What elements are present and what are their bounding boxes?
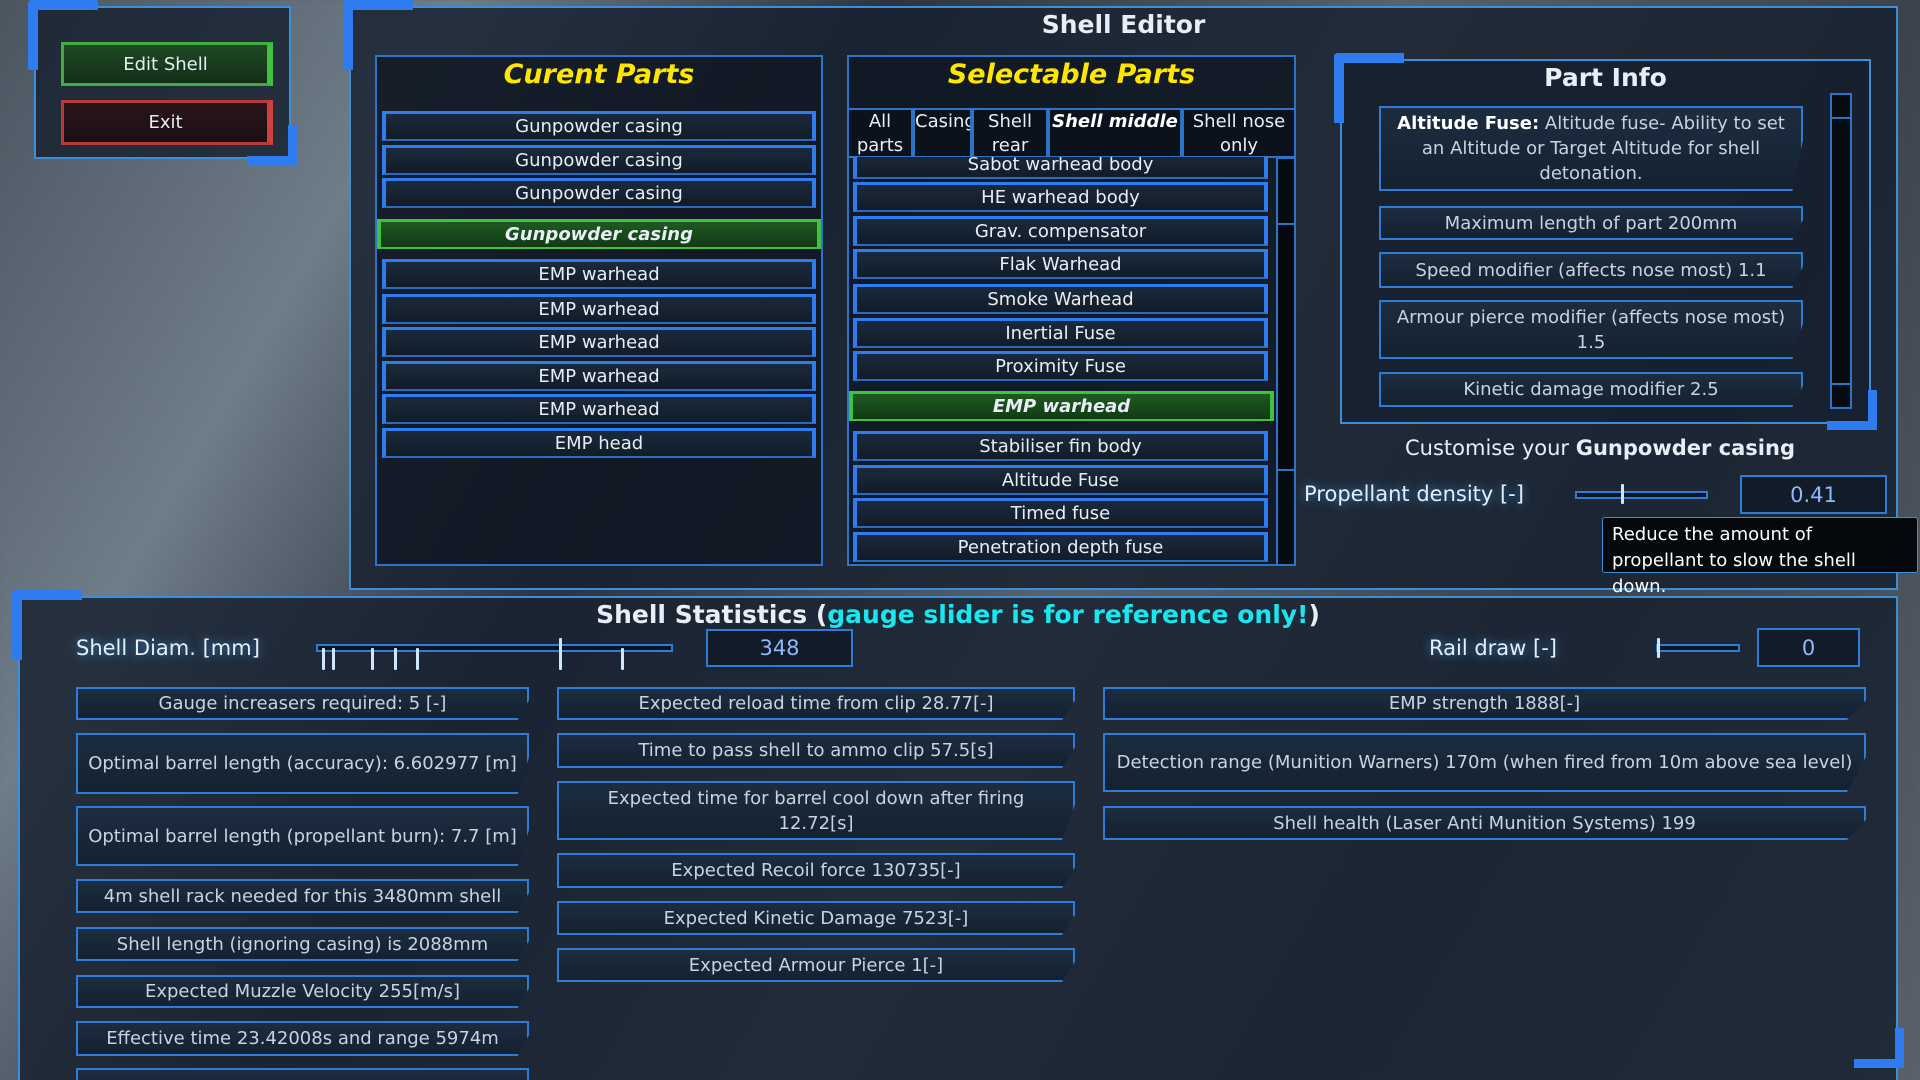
propellant-density-input[interactable]: 0.41: [1740, 475, 1887, 514]
gauge-tick-mark: [621, 648, 624, 670]
selectable-part-item[interactable]: Grav. compensator: [853, 216, 1268, 246]
part-info-scrollbar[interactable]: [1830, 93, 1852, 409]
part-description: Altitude Fuse: Altitude fuse- Ability to…: [1379, 106, 1803, 191]
part-info-title: Part Info: [1544, 63, 1667, 92]
panel-corner: [28, 0, 98, 70]
tab-shell-nose-only[interactable]: Shell nose only: [1182, 108, 1296, 158]
selectable-parts-scrollbar[interactable]: [1276, 157, 1296, 566]
selectable-parts-title: Selectable Parts: [947, 59, 1196, 90]
current-part-item[interactable]: EMP head: [382, 428, 816, 458]
selectable-part-item[interactable]: HE warhead body: [853, 182, 1268, 212]
panel-corner: [1854, 1028, 1904, 1068]
stats-title-note: gauge slider is for reference only!: [827, 600, 1309, 629]
stat-box: Shell health (Laser Anti Munition System…: [1103, 806, 1866, 840]
stat-box: 4m shell rack needed for this 3480mm she…: [76, 879, 529, 913]
stat-box: [76, 1068, 529, 1080]
selectable-part-item[interactable]: Inertial Fuse: [853, 318, 1268, 348]
shell-statistics-title: Shell Statistics (gauge slider is for re…: [18, 600, 1898, 629]
rail-draw-input[interactable]: 0: [1757, 628, 1860, 667]
gauge-slider-thumb[interactable]: [559, 638, 562, 670]
stats-title-end: ): [1308, 600, 1320, 629]
exit-button[interactable]: Exit: [61, 100, 273, 145]
stat-box: Shell length (ignoring casing) is 2088mm: [76, 927, 529, 961]
scrollbar-thumb[interactable]: [1278, 223, 1294, 471]
stat-box: Expected Kinetic Damage 7523[-]: [557, 901, 1075, 935]
gauge-tick-mark: [322, 648, 325, 670]
shell-diameter-label: Shell Diam. [mm]: [76, 636, 260, 660]
current-parts-title: Curent Parts: [503, 59, 695, 90]
customise-part-name: Gunpowder casing: [1575, 436, 1795, 460]
propellant-density-label: Propellant density [-]: [1304, 482, 1524, 506]
current-part-item[interactable]: EMP warhead: [382, 361, 816, 391]
part-info-stat: Maximum length of part 200mm: [1379, 206, 1803, 240]
current-part-item[interactable]: Gunpowder casing: [382, 178, 816, 208]
gauge-tick-mark: [394, 648, 397, 670]
stat-box: Effective time 23.42008s and range 5974m: [76, 1021, 529, 1056]
panel-corner: [1827, 390, 1877, 430]
current-part-item[interactable]: EMP warhead: [382, 294, 816, 324]
stat-box: Optimal barrel length (propellant burn):…: [76, 806, 529, 866]
selectable-part-item[interactable]: Timed fuse: [853, 498, 1268, 528]
rail-draw-slider[interactable]: [1656, 644, 1740, 652]
current-part-item[interactable]: Gunpowder casing: [382, 145, 816, 175]
current-part-item[interactable]: EMP warhead: [382, 259, 816, 289]
customise-prefix: Customise your: [1405, 436, 1570, 460]
shell-editor-title: Shell Editor: [1041, 10, 1206, 39]
propellant-tooltip: Reduce the amount of propellant to slow …: [1602, 517, 1918, 597]
selectable-part-item[interactable]: Sabot warhead body: [853, 157, 1268, 179]
propellant-slider-thumb[interactable]: [1621, 484, 1625, 504]
edit-shell-button[interactable]: Edit Shell: [61, 42, 273, 86]
selectable-part-item[interactable]: Smoke Warhead: [853, 284, 1268, 314]
stat-box: Detection range (Munition Warners) 170m …: [1103, 733, 1866, 792]
selectable-part-item[interactable]: Proximity Fuse: [853, 351, 1268, 381]
part-info-stat: Speed modifier (affects nose most) 1.1: [1379, 252, 1803, 288]
part-name: Altitude Fuse:: [1397, 113, 1540, 134]
panel-corner: [247, 125, 297, 165]
stat-box: Expected Armour Pierce 1[-]: [557, 948, 1075, 982]
customise-heading: Customise your Gunpowder casing: [1405, 436, 1795, 460]
selectable-part-selected[interactable]: EMP warhead: [849, 391, 1274, 421]
current-part-item[interactable]: Gunpowder casing: [382, 111, 816, 141]
stat-box: Expected time for barrel cool down after…: [557, 781, 1075, 840]
stat-box: Expected Recoil force 130735[-]: [557, 853, 1075, 888]
panel-corner: [12, 590, 82, 660]
rail-draw-slider-thumb[interactable]: [1657, 638, 1660, 658]
propellant-density-slider[interactable]: [1575, 491, 1708, 499]
panel-corner: [343, 0, 413, 70]
stat-box: Expected Muzzle Velocity 255[m/s]: [76, 975, 529, 1008]
tab-all-parts[interactable]: All parts: [847, 108, 913, 158]
stat-box: Gauge increasers required: 5 [-]: [76, 687, 529, 720]
stat-box: Optimal barrel length (accuracy): 6.6029…: [76, 733, 529, 794]
selectable-part-item[interactable]: Penetration depth fuse: [853, 532, 1268, 562]
shell-diameter-input[interactable]: 348: [706, 629, 853, 667]
part-info-stat: Armour pierce modifier (affects nose mos…: [1379, 300, 1803, 359]
tab-shell-rear-only[interactable]: Shell rear only: [972, 108, 1048, 158]
selectable-part-item[interactable]: Altitude Fuse: [853, 465, 1268, 495]
tab-shell-middle[interactable]: Shell middle: [1048, 108, 1182, 158]
part-info-stat: Kinetic damage modifier 2.5: [1379, 372, 1803, 407]
stats-title-text: Shell Statistics (: [596, 600, 828, 629]
part-description-text: Altitude Fuse: Altitude fuse- Ability to…: [1395, 111, 1787, 186]
current-part-selected[interactable]: Gunpowder casing: [377, 219, 821, 249]
tab-casing[interactable]: Casing: [913, 108, 972, 158]
panel-corner: [1334, 53, 1404, 123]
part-description-body: Altitude fuse- Ability to set an Altitud…: [1421, 113, 1785, 184]
stat-box: EMP strength 1888[-]: [1103, 687, 1866, 720]
gauge-tick-mark: [416, 648, 419, 670]
selectable-part-item[interactable]: Flak Warhead: [853, 249, 1268, 279]
shell-diameter-gauge-slider[interactable]: [316, 644, 673, 652]
stat-box: Expected reload time from clip 28.77[-]: [557, 687, 1075, 720]
selectable-part-item[interactable]: Stabiliser fin body: [853, 431, 1268, 461]
current-part-item[interactable]: EMP warhead: [382, 394, 816, 424]
rail-draw-label: Rail draw [-]: [1429, 636, 1557, 660]
gauge-tick-mark: [332, 648, 335, 670]
scrollbar-thumb[interactable]: [1832, 117, 1850, 385]
gauge-tick-mark: [371, 648, 374, 670]
stat-box: Time to pass shell to ammo clip 57.5[s]: [557, 733, 1075, 768]
current-part-item[interactable]: EMP warhead: [382, 327, 816, 357]
